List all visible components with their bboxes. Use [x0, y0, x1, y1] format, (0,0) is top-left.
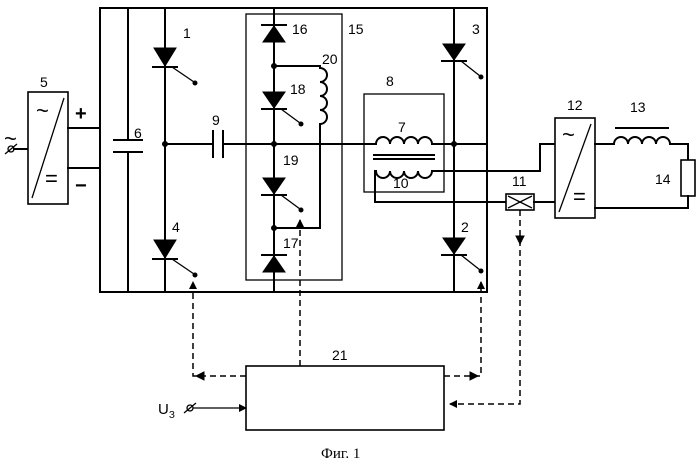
label-9: 9 [212, 112, 220, 128]
winding-7-coil [376, 137, 432, 144]
thyristor-18: 18 [262, 81, 306, 126]
label-7: 7 [398, 119, 406, 135]
converter-5-ac-symbol: ~ [36, 98, 49, 123]
thyristor-3-triangle [443, 44, 465, 60]
thyristor-19-gate-dot [299, 208, 303, 212]
block-15-midpoint [272, 142, 277, 147]
label-20: 20 [322, 51, 338, 67]
thyristor-18-gate-dot [299, 122, 303, 126]
ac-symbol: ~ [4, 126, 17, 151]
label-5: 5 [40, 74, 48, 90]
converter-5: ~ = 5 + − [28, 74, 100, 204]
control-block-21: 21 [246, 347, 444, 430]
thyristor-19: 19 [262, 152, 303, 212]
rectifier-12-dc-symbol: = [573, 184, 586, 209]
thyristor-3-gate-dot [479, 75, 483, 79]
capacitor-6: 6 [114, 8, 142, 292]
right-leg-junction [452, 142, 457, 147]
ctrl-arrow-right [470, 372, 478, 380]
label-2: 2 [461, 219, 469, 235]
thyristor-16-triangle [263, 26, 285, 42]
rectifier-12-ac-symbol: ~ [562, 122, 575, 147]
label-12: 12 [567, 97, 583, 113]
thyristor-1-triangle [154, 48, 176, 66]
label-11: 11 [512, 173, 527, 189]
junction-20-top [272, 64, 277, 69]
thyristor-3: 3 [442, 21, 483, 79]
junction-20-bottom [272, 226, 277, 231]
thyristor-17: 17 [262, 235, 299, 272]
plus-sign: + [75, 103, 87, 125]
label-4: 4 [172, 219, 180, 235]
label-17: 17 [283, 235, 299, 251]
label-21: 21 [332, 347, 348, 363]
control-input: UЗ [158, 401, 246, 421]
inductor-13-coil [614, 137, 670, 144]
label-10: 10 [393, 175, 409, 191]
inductor-13: 13 [595, 99, 688, 144]
label-15: 15 [348, 21, 364, 37]
thyristor-3-gate [461, 61, 480, 76]
transformer-winding-7: 7 [376, 119, 487, 144]
control-input-label: UЗ [158, 401, 175, 421]
thyristor-19-triangle [263, 178, 285, 194]
thyristor-16: 16 [262, 21, 308, 42]
ctrl-arrow-left [196, 372, 204, 380]
label-3: 3 [472, 21, 480, 37]
label-18: 18 [290, 81, 306, 97]
label-13: 13 [630, 99, 646, 115]
ctrl-line-thyristor-2 [444, 282, 481, 376]
left-leg-junction [163, 142, 168, 147]
thyristor-1-gate-dot [193, 81, 197, 85]
thyristor-18-triangle [263, 92, 285, 108]
ctrl-line-thyristor-4 [193, 282, 246, 376]
load-14-body [681, 160, 695, 196]
capacitor-9: 9 [163, 112, 376, 157]
rectifier-12: ~ = 12 [540, 97, 595, 218]
thyristor-4-gate [172, 259, 194, 274]
control-block-21-box [246, 366, 444, 430]
minus-sign: − [75, 175, 87, 197]
thyristor-19-gate [281, 195, 300, 209]
thyristor-2-gate [461, 255, 480, 270]
converter-5-dc-symbol: = [45, 166, 58, 191]
thyristor-2: 2 [442, 219, 483, 273]
thyristor-18-gate [281, 109, 300, 123]
label-19: 19 [283, 152, 299, 168]
thyristor-17-triangle [263, 256, 285, 272]
thyristor-1: 1 [153, 25, 197, 85]
thyristor-4-gate-dot [193, 273, 197, 277]
label-16: 16 [292, 21, 308, 37]
thyristor-4: 4 [153, 219, 197, 277]
label-1: 1 [183, 25, 191, 41]
thyristor-1-gate [172, 67, 194, 82]
feedback-arrow-down [516, 236, 524, 244]
label-14: 14 [655, 171, 671, 187]
figure-caption: Фиг. 1 [321, 446, 360, 462]
inductor-20-coil [320, 68, 327, 124]
label-6: 6 [134, 125, 142, 141]
ac-input: ~ [4, 126, 28, 154]
label-8: 8 [386, 73, 394, 89]
thyristor-4-triangle [154, 240, 176, 258]
thyristor-2-gate-dot [479, 269, 483, 273]
thyristor-2-triangle [443, 238, 465, 254]
load-resistor-14: 14 [595, 144, 695, 208]
inductor-20: 20 [272, 51, 338, 231]
